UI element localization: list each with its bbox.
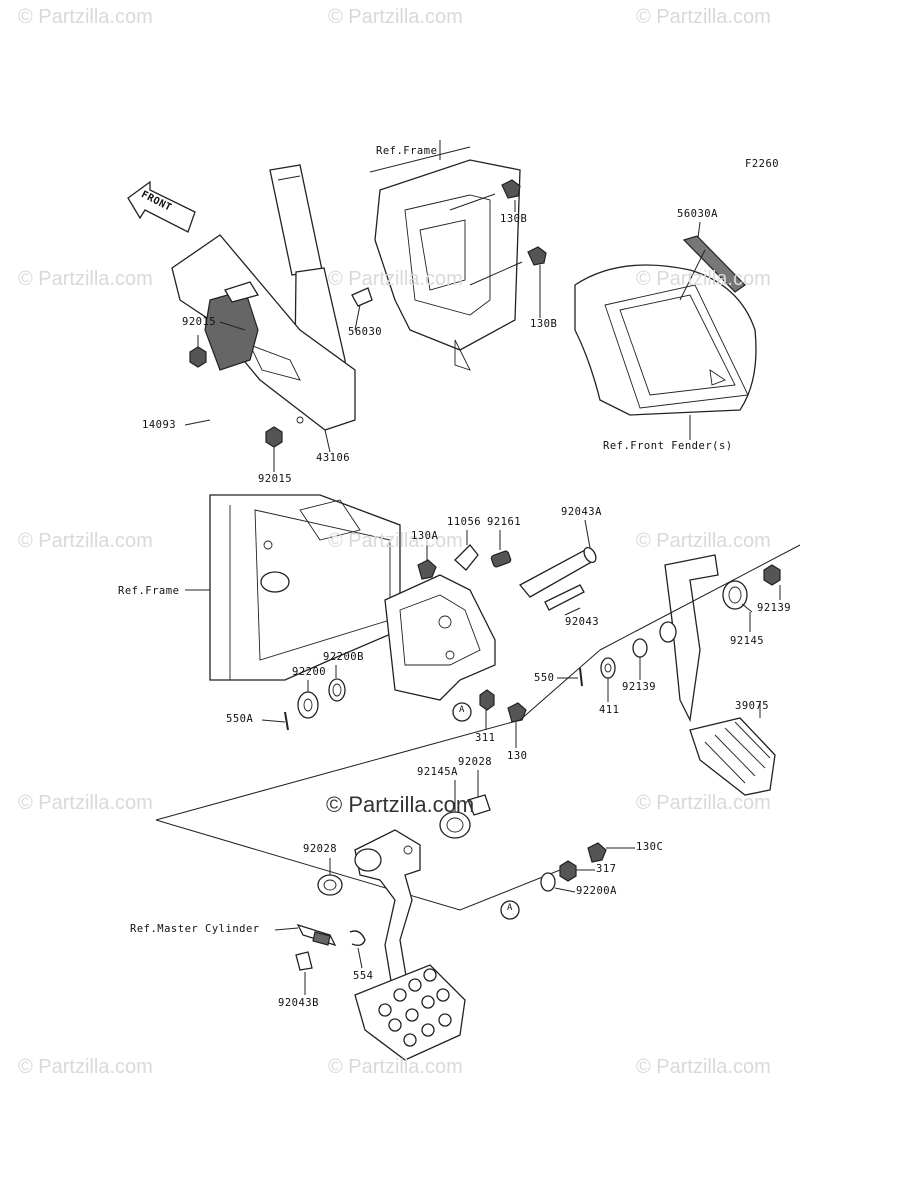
part-label-130A: 130A xyxy=(411,530,439,542)
bushing-92139-left xyxy=(632,638,648,658)
ref-frame-mid: Ref.Frame xyxy=(118,585,180,597)
bolt-130B-upper xyxy=(449,179,521,211)
bolt-130C xyxy=(587,842,607,863)
bushing-92028-lower xyxy=(317,874,343,896)
pin-92043A xyxy=(518,546,597,598)
watermark-center-dark: © Partzilla.com xyxy=(326,792,475,817)
cotter-pin-550 xyxy=(579,667,583,687)
bolt-130A xyxy=(417,559,437,580)
part-label-550: 550 xyxy=(534,672,555,684)
bushing-92028-upper xyxy=(467,794,491,816)
part-label-130: 130 xyxy=(507,750,528,762)
spring-92145A xyxy=(439,811,471,839)
part-label-311: 311 xyxy=(475,732,496,744)
watermark-row3-left: © Partzilla.com xyxy=(18,530,153,552)
watermark-bottom-right: © Partzilla.com xyxy=(636,1056,771,1078)
bolt-130B-lower xyxy=(469,246,547,286)
ref-master-cylinder: Ref.Master Cylinder xyxy=(130,923,260,935)
pad-56030A xyxy=(679,221,746,301)
pin-92043 xyxy=(544,584,585,611)
part-label-554: 554 xyxy=(353,970,374,982)
washer-92200 xyxy=(297,691,319,719)
watermark-top-center: © Partzilla.com xyxy=(328,6,463,28)
frame-side-section xyxy=(185,494,401,681)
part-label-130B-lower: 130B xyxy=(530,318,558,330)
part-label-317: 317 xyxy=(596,863,617,875)
part-label-92161: 92161 xyxy=(487,516,522,528)
figure-id: F2260 xyxy=(745,158,780,170)
nut-311 xyxy=(479,689,495,711)
part-label-43106: 43106 xyxy=(316,452,351,464)
watermark-row3-right: © Partzilla.com xyxy=(636,530,771,552)
watermark-row3-center: © Partzilla.com xyxy=(328,530,463,552)
callout-a-lower-letter: A xyxy=(507,903,513,913)
pin-92043B xyxy=(295,951,313,971)
part-label-92200A: 92200A xyxy=(576,885,617,897)
part-label-130C: 130C xyxy=(636,841,664,853)
nut-92015-lower xyxy=(265,426,283,448)
bracket-14093 xyxy=(204,281,260,371)
brake-pedal-pad xyxy=(354,964,466,1061)
spring-92145 xyxy=(722,580,753,613)
pedal-bracket-11056 xyxy=(384,544,496,701)
bolt-130 xyxy=(507,702,527,723)
part-label-92028-upper: 92028 xyxy=(458,756,493,768)
part-label-11056: 11056 xyxy=(447,516,482,528)
frame-bracket-top xyxy=(369,146,521,371)
watermark-row2-left: © Partzilla.com xyxy=(18,268,153,290)
brake-pedal-arm xyxy=(354,829,421,1006)
washer-92200A xyxy=(540,872,556,892)
part-label-92043: 92043 xyxy=(565,616,600,628)
part-label-39075: 39075 xyxy=(735,700,770,712)
part-label-92043B: 92043B xyxy=(278,997,319,1009)
nut-317 xyxy=(559,860,577,882)
part-label-92139-right: 92139 xyxy=(757,602,792,614)
bushing-92161 xyxy=(490,550,512,568)
nut-92015-upper xyxy=(189,346,207,368)
watermark-row2-right: © Partzilla.com xyxy=(636,268,771,290)
part-label-92015-lower: 92015 xyxy=(258,473,293,485)
part-label-92043A: 92043A xyxy=(561,506,602,518)
part-label-92145: 92145 xyxy=(730,635,765,647)
watermark-row2-center: © Partzilla.com xyxy=(328,268,463,290)
part-label-92015-upper: 92015 xyxy=(182,316,217,328)
part-label-130B-upper: 130B xyxy=(500,213,528,225)
part-label-56030: 56030 xyxy=(348,326,383,338)
washer-411 xyxy=(600,657,616,679)
watermark-row4-right: © Partzilla.com xyxy=(636,792,771,814)
watermark-row4-left: © Partzilla.com xyxy=(18,792,153,814)
callout-a-upper-letter: A xyxy=(459,705,465,715)
accelerator-pedal-39075 xyxy=(659,554,776,796)
part-label-92200: 92200 xyxy=(292,666,327,678)
bushing-92139-right xyxy=(763,564,781,586)
ref-front-fenders: Ref.Front Fender(s) xyxy=(603,440,733,452)
front-fender xyxy=(574,264,757,416)
front-direction-arrow xyxy=(127,180,196,233)
part-label-411: 411 xyxy=(599,704,620,716)
part-label-92200B: 92200B xyxy=(323,651,364,663)
part-label-14093: 14093 xyxy=(142,419,177,431)
clip-56030 xyxy=(351,287,373,307)
part-label-56030A: 56030A xyxy=(677,208,718,220)
ref-frame-top: Ref.Frame xyxy=(376,145,438,157)
watermark-top-left: © Partzilla.com xyxy=(18,6,153,28)
part-label-92139-left: 92139 xyxy=(622,681,657,693)
callout-a-lower xyxy=(500,900,520,920)
callout-a-upper xyxy=(452,702,472,722)
part-label-92145A: 92145A xyxy=(417,766,458,778)
cotter-pin-550A xyxy=(284,711,289,731)
watermark-bottom-left: © Partzilla.com xyxy=(18,1056,153,1078)
master-cylinder-rod xyxy=(296,923,337,947)
washer-92200B xyxy=(328,678,346,702)
watermark-top-right: © Partzilla.com xyxy=(636,6,771,28)
clip-554 xyxy=(349,930,366,947)
part-label-92028-lower: 92028 xyxy=(303,843,338,855)
watermark-bottom-center: © Partzilla.com xyxy=(328,1056,463,1078)
part-label-550A: 550A xyxy=(226,713,254,725)
